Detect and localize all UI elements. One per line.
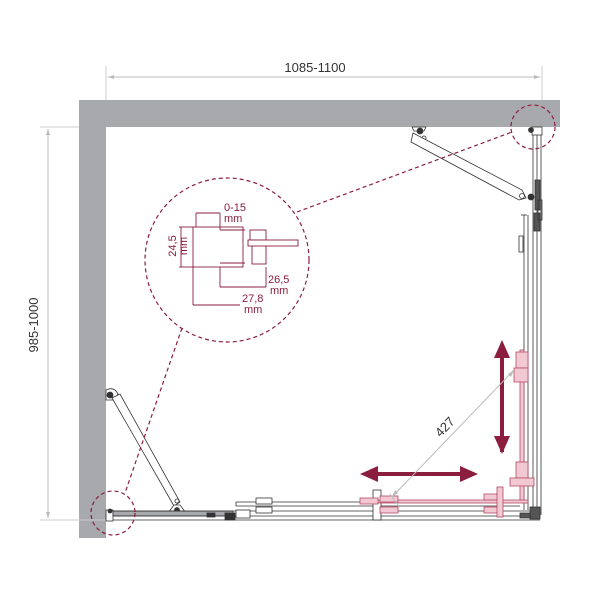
profile-total-unit: mm [244, 304, 262, 316]
detail-magnifier-circle [144, 177, 310, 343]
profile-width-unit: mm [270, 285, 288, 297]
profile-total-label: 27,8 [242, 293, 263, 305]
width-label: 1085-1100 [284, 60, 345, 75]
walls [79, 100, 560, 538]
movement-arrows [360, 340, 510, 482]
left-wall [79, 100, 106, 538]
depth-unit: mm [178, 237, 190, 255]
sliding-door-highlight [359, 349, 535, 518]
bottom-left-callout-circle [90, 490, 136, 536]
diagonal-label: 427 [432, 414, 458, 440]
top-right-callout-circle [510, 104, 556, 150]
corner-profile [519, 506, 541, 520]
profile-detail [179, 212, 299, 306]
height-dimension: 985-1000 [26, 126, 106, 521]
top-wall [79, 100, 560, 127]
top-hinge-arm [410, 126, 535, 201]
detail-callouts [90, 104, 556, 536]
width-dimension: 1085-1100 [105, 60, 543, 100]
gap-unit: mm [224, 213, 242, 225]
vertical-arrow-icon [494, 340, 510, 454]
gap-label: 0-15 [224, 202, 246, 214]
profile-detail-labels: 0-15 mm 24,5 mm 26,5 mm 27,8 mm [167, 202, 289, 316]
horizontal-arrow-icon [360, 466, 478, 482]
height-label: 985-1000 [26, 298, 41, 353]
left-hinge-arm [105, 388, 187, 514]
depth-label: 24,5 [167, 235, 179, 256]
profile-width-label: 26,5 [268, 274, 289, 286]
